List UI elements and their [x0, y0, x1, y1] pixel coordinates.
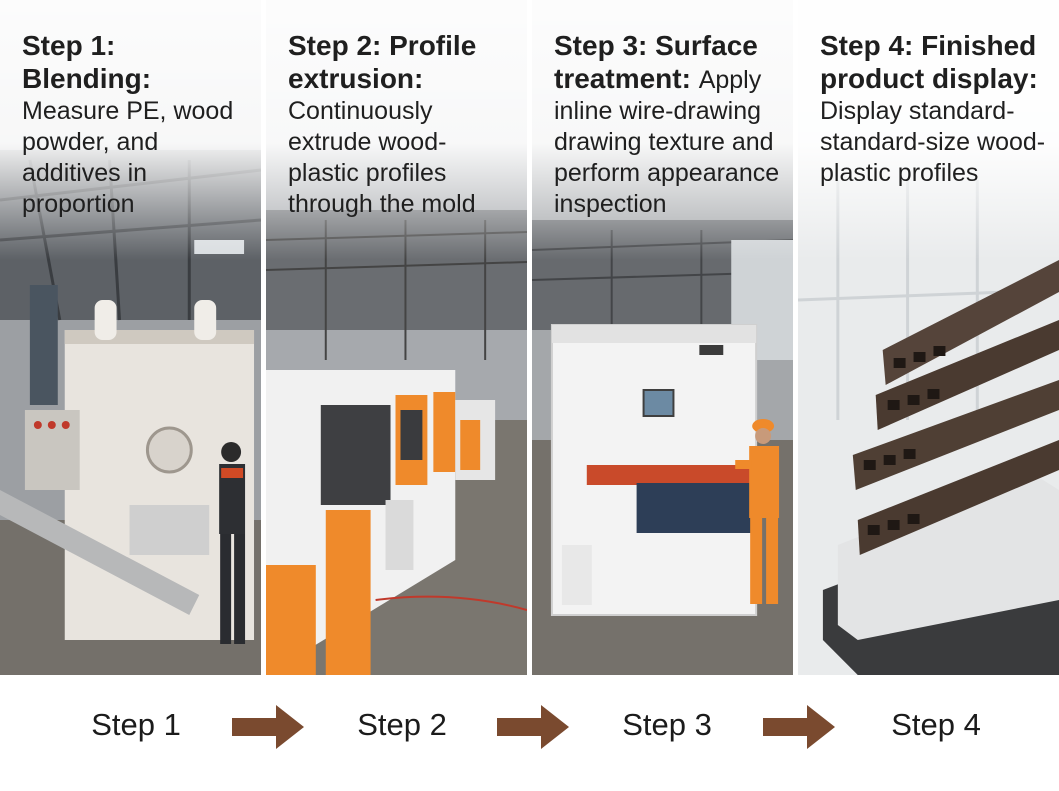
caption-fog: [798, 0, 1059, 260]
step-2-title: Step 2: Profile extrusion:: [288, 30, 477, 94]
step-4-panel: Step 4: Finished product display: Displa…: [798, 0, 1059, 675]
step-3-body: Apply inline wire-drawing drawing textur…: [554, 66, 780, 218]
caption-fog: [266, 0, 527, 260]
wpc-board-stack: [852, 260, 1059, 555]
step-3-caption: Step 3: Surface treatment: Apply inline …: [554, 30, 783, 220]
step-3-panel: Step 3: Surface treatment: Apply inline …: [532, 0, 793, 675]
step-2-caption: Step 2: Profile extrusion: Continuously …: [288, 30, 517, 220]
step-4-title: Step 4: Finished product display:: [820, 30, 1038, 94]
caption-fog: [532, 0, 793, 260]
step-4-body: Display standard-standard-size wood-plas…: [820, 97, 1046, 187]
step-4-label: Step 4: [891, 707, 981, 742]
step-2-panel: Step 2: Profile extrusion: Continuously …: [266, 0, 527, 675]
step-2-label: Step 2: [357, 707, 447, 742]
step-1-body: Measure PE, wood powder, and additives i…: [22, 97, 234, 218]
step-2-body: Continuously extrude wood-plastic profil…: [288, 97, 476, 218]
step-3-title: Step 3: Surface treatment:: [554, 30, 758, 94]
step-1-caption: Step 1: Blending: Measure PE, wood powde…: [22, 30, 251, 220]
step-4-caption: Step 4: Finished product display: Displa…: [820, 30, 1049, 189]
right-arrow-icon: [232, 705, 304, 749]
step-1-title: Step 1: Blending:: [22, 30, 152, 94]
right-arrow-icon: [497, 705, 569, 749]
step-1-label: Step 1: [91, 707, 181, 742]
step-1-panel: Step 1: Blending: Measure PE, wood powde…: [0, 0, 261, 675]
right-arrow-icon: [763, 705, 835, 749]
caption-fog: [0, 0, 261, 260]
process-panels: Step 1: Blending: Measure PE, wood powde…: [0, 0, 1059, 675]
step-3-label: Step 3: [622, 707, 712, 742]
